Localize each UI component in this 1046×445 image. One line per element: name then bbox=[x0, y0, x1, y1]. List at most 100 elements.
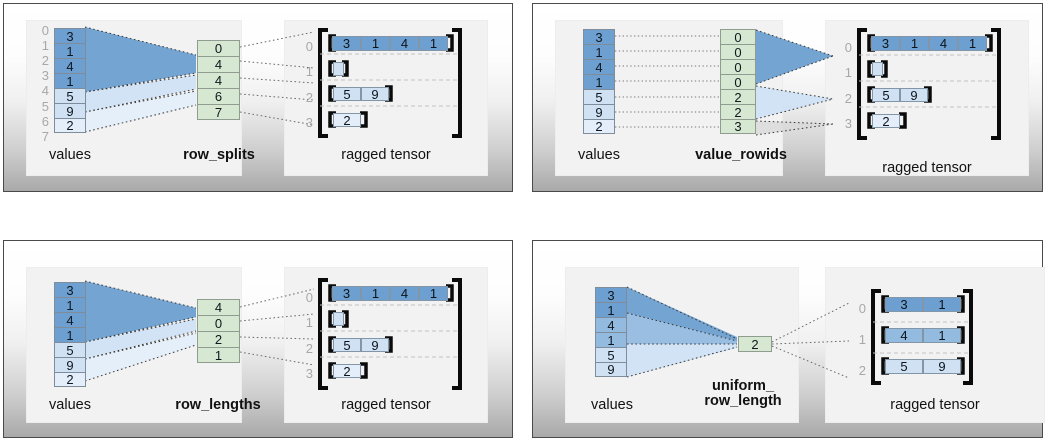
ragged-index-label: 0 bbox=[305, 39, 313, 54]
ragged-row: 2 bbox=[872, 114, 900, 129]
ragged-index-label: 1 bbox=[844, 65, 852, 80]
ragged-cell: 9 bbox=[923, 359, 961, 374]
partition-cell: 2 bbox=[197, 331, 240, 347]
index-label: 3 bbox=[41, 68, 49, 83]
ragged-cell: 2 bbox=[333, 364, 361, 379]
ragged-cell: 1 bbox=[419, 286, 448, 301]
index-label: 4 bbox=[41, 83, 49, 98]
value-cell: 4 bbox=[54, 58, 86, 73]
value-cell: 9 bbox=[583, 104, 615, 119]
ragged-cell: 9 bbox=[900, 88, 928, 103]
uniform-row-length-column: 2 bbox=[738, 336, 772, 352]
ragged-row bbox=[333, 62, 344, 76]
panel-row-splits: 0 1 2 3 4 5 6 7 3 1 4 1 5 9 2 0 4 4 6 7 bbox=[3, 3, 513, 192]
partition-cell: 0 bbox=[720, 44, 756, 60]
ragged-row: 3 1 4 1 bbox=[871, 36, 987, 51]
partition-cell: 6 bbox=[197, 88, 240, 104]
ragged-index-label: 2 bbox=[858, 363, 866, 378]
encoding-caption-1: row_splits bbox=[183, 147, 255, 163]
ragged-row: 3 1 4 1 bbox=[332, 286, 448, 301]
value-cell: 2 bbox=[583, 119, 615, 134]
value-cell: 4 bbox=[595, 317, 627, 332]
value-cell: 1 bbox=[54, 327, 86, 342]
partition-cell: 0 bbox=[197, 315, 240, 331]
encoding-caption-2: value_rowids bbox=[695, 147, 787, 163]
ragged-index-label: 2 bbox=[844, 91, 852, 106]
ragged-cell: 1 bbox=[419, 36, 448, 51]
ragged-row: 3 1 bbox=[885, 297, 961, 312]
ragged-cell: 4 bbox=[885, 328, 923, 343]
partition-cell: 3 bbox=[720, 119, 756, 134]
value-cell: 3 bbox=[54, 28, 86, 43]
ragged-caption-4: ragged tensor bbox=[890, 397, 980, 413]
partition-cell: 4 bbox=[197, 299, 240, 315]
ragged-index-label: 1 bbox=[305, 64, 313, 79]
partition-cell: 0 bbox=[720, 74, 756, 90]
index-label: 5 bbox=[41, 99, 49, 114]
ragged-cell-empty bbox=[333, 312, 344, 326]
ragged-cell: 4 bbox=[929, 36, 958, 51]
values-caption-3: values bbox=[49, 397, 91, 413]
value-cell: 3 bbox=[583, 29, 615, 44]
ragged-caption-2: ragged tensor bbox=[882, 160, 972, 176]
ragged-cell-empty bbox=[333, 62, 344, 76]
index-label: 7 bbox=[41, 129, 49, 144]
ragged-index-label: 0 bbox=[858, 301, 866, 316]
ragged-row: 2 bbox=[333, 364, 361, 379]
index-label: 2 bbox=[41, 53, 49, 68]
ragged-tensor-2: 3 1 4 1 5 9 2 bbox=[853, 28, 1005, 140]
ragged-index-label: 3 bbox=[305, 366, 313, 381]
values-caption-4: values bbox=[591, 397, 633, 413]
partition-cell: 2 bbox=[720, 89, 756, 105]
ragged-row: 5 9 bbox=[872, 88, 928, 103]
ragged-tensor-4: 3 1 4 1 5 9 bbox=[867, 289, 977, 387]
value-cell: 9 bbox=[595, 362, 627, 377]
ragged-caption-1: ragged tensor bbox=[341, 147, 431, 163]
values-caption-2: values bbox=[578, 147, 620, 163]
value-cell: 2 bbox=[54, 372, 86, 387]
partition-cell: 2 bbox=[738, 336, 772, 352]
values-column-4: 3 1 4 1 5 9 bbox=[595, 287, 627, 377]
values-column-1: 3 1 4 1 5 9 2 bbox=[54, 28, 86, 133]
ragged-index-label: 2 bbox=[305, 90, 313, 105]
index-label: 0 bbox=[41, 23, 49, 38]
partition-cell: 0 bbox=[197, 40, 240, 56]
partition-cell: 4 bbox=[197, 56, 240, 72]
panel-uniform-row-length: 3 1 4 1 5 9 2 values uniform_ row_length… bbox=[532, 240, 1045, 438]
ragged-cell: 1 bbox=[958, 36, 987, 51]
ragged-index-label: 3 bbox=[844, 116, 852, 131]
ragged-card-4 bbox=[825, 267, 1045, 423]
partition-cell: 4 bbox=[197, 72, 240, 88]
ragged-row: 2 bbox=[333, 113, 361, 128]
ragged-cell: 1 bbox=[361, 36, 390, 51]
ragged-cell: 3 bbox=[332, 36, 361, 51]
partition-cell: 0 bbox=[720, 29, 756, 45]
value-rowids-column: 0 0 0 0 2 2 3 bbox=[720, 29, 756, 134]
value-cell: 1 bbox=[54, 297, 86, 312]
value-cell: 4 bbox=[54, 312, 86, 327]
value-cell: 5 bbox=[595, 347, 627, 362]
value-cell: 5 bbox=[54, 88, 86, 103]
value-cell: 2 bbox=[54, 118, 86, 133]
ragged-cell: 9 bbox=[361, 87, 389, 102]
ragged-index-label: 3 bbox=[305, 115, 313, 130]
value-cell: 1 bbox=[595, 302, 627, 317]
ragged-index-label: 0 bbox=[844, 40, 852, 55]
ragged-cell: 5 bbox=[885, 359, 923, 374]
index-label: 1 bbox=[41, 38, 49, 53]
ragged-index-label: 1 bbox=[858, 332, 866, 347]
ragged-row: 5 9 bbox=[333, 338, 389, 353]
ragged-cell: 4 bbox=[390, 36, 419, 51]
value-cell: 1 bbox=[583, 44, 615, 59]
index-label: 6 bbox=[41, 114, 49, 129]
value-cell: 1 bbox=[54, 73, 86, 88]
ragged-tensor-3: 3 1 4 1 5 9 2 bbox=[314, 278, 466, 390]
ragged-cell: 1 bbox=[923, 328, 961, 343]
ragged-index-label: 1 bbox=[305, 315, 313, 330]
value-cell: 3 bbox=[54, 282, 86, 297]
ragged-row bbox=[333, 312, 344, 326]
ragged-cell: 5 bbox=[333, 338, 361, 353]
value-cell: 9 bbox=[54, 357, 86, 372]
partition-cell: 7 bbox=[197, 104, 240, 120]
